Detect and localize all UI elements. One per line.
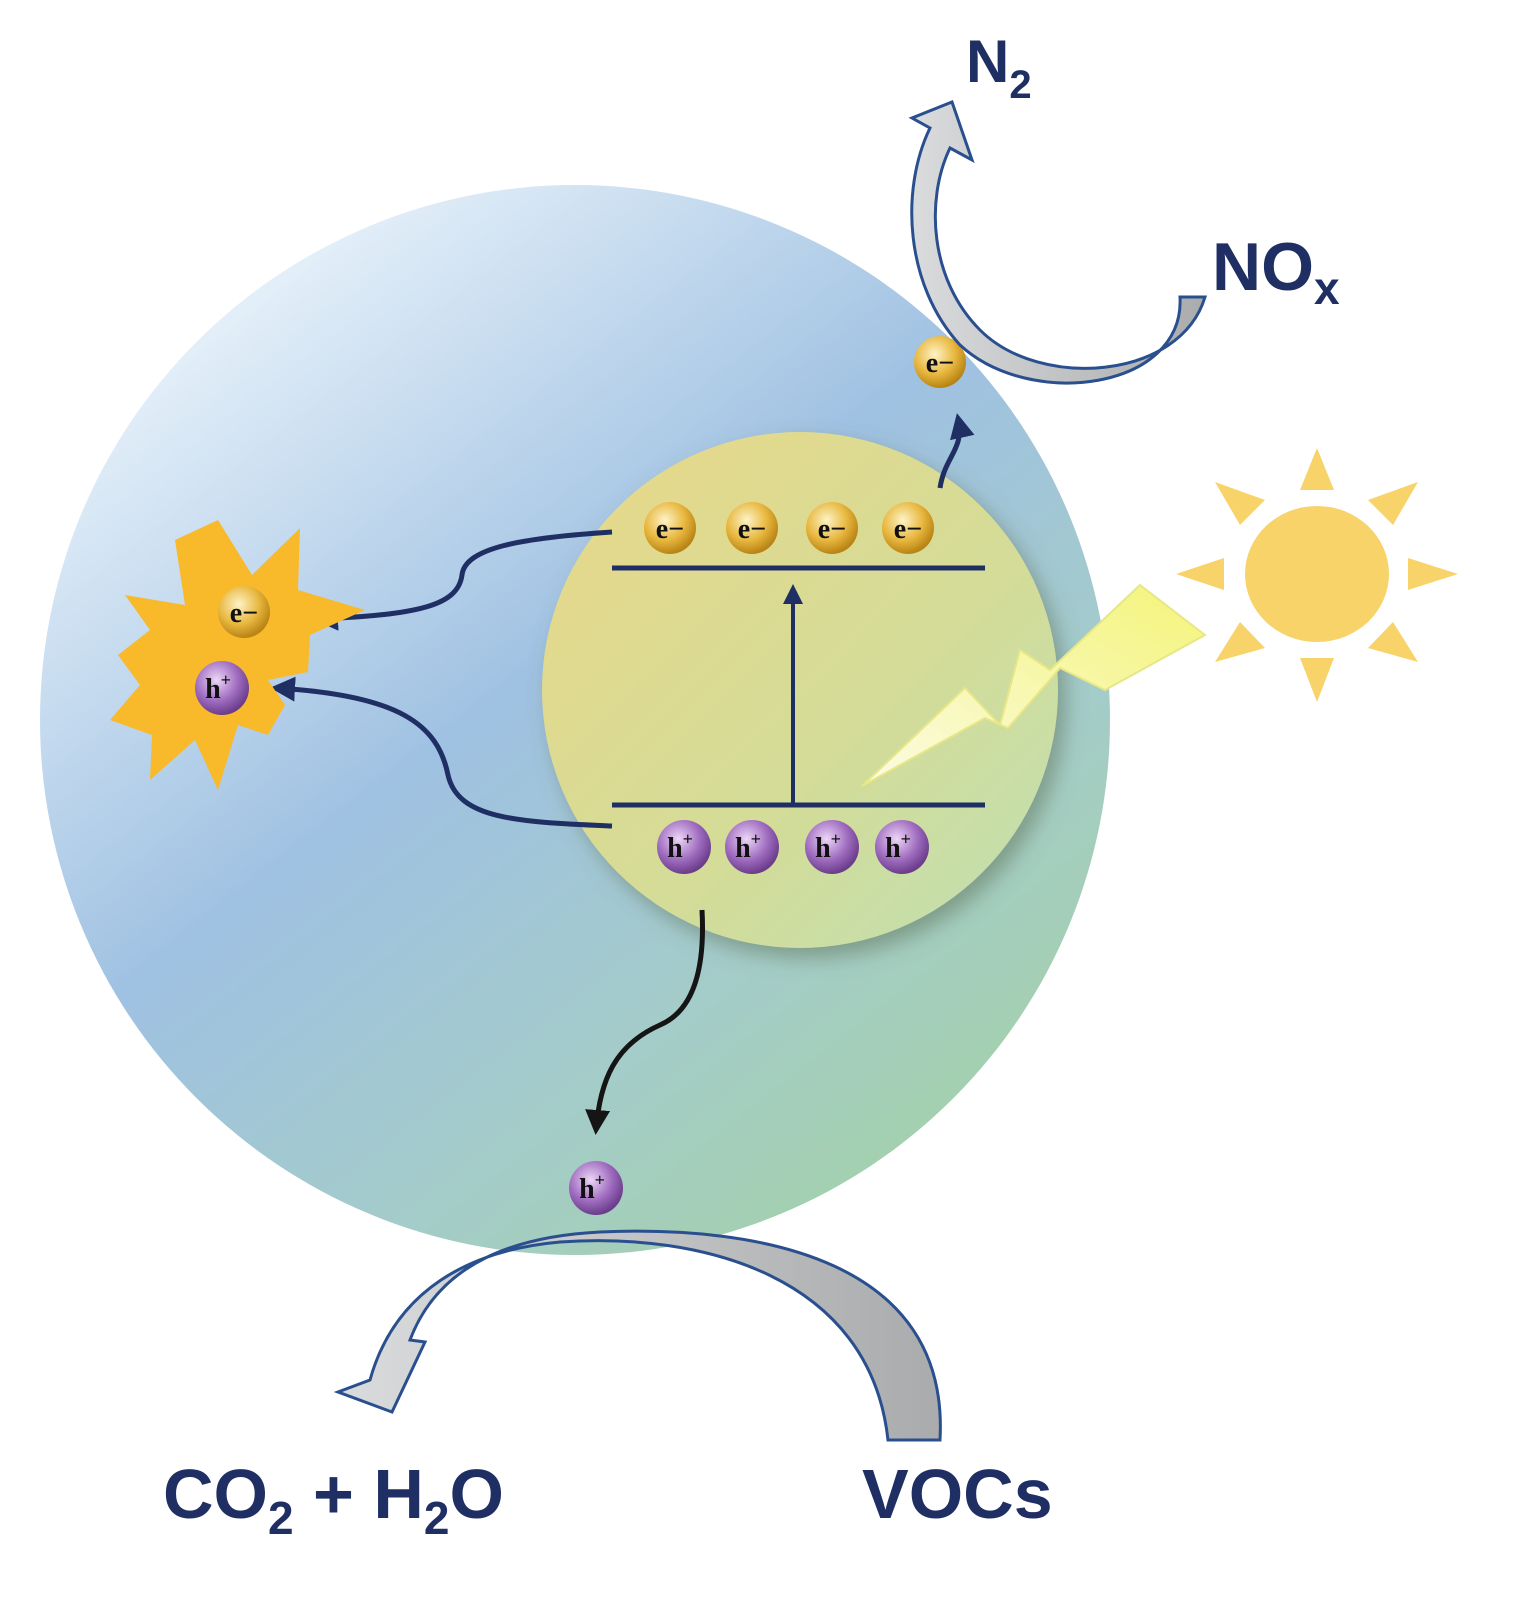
vb-hole-2: h+	[725, 820, 779, 874]
svg-text:h+: h+	[579, 1170, 605, 1205]
vb-hole-4: h+	[875, 820, 929, 874]
svg-text:h+: h+	[885, 829, 911, 864]
vocs-to-products-arrow	[333, 1229, 942, 1442]
surface-hole: h+	[569, 1161, 623, 1215]
nox-label: NOx	[1212, 229, 1340, 314]
inner-sphere	[542, 432, 1058, 948]
cb-electron-1: e−	[644, 502, 696, 554]
hole-recombination-arrow	[270, 676, 613, 829]
svg-text:e−: e−	[926, 348, 954, 379]
vocs-label: VOCs	[862, 1455, 1053, 1533]
electron-recombination-arrow	[313, 529, 613, 631]
hole-migration-arrow	[585, 909, 705, 1135]
surface-electron: e−	[914, 336, 966, 388]
lightning-bolt-icon	[861, 583, 1207, 787]
sun-icon	[1176, 448, 1458, 702]
cb-electron-2: e−	[726, 502, 778, 554]
svg-text:e−: e−	[894, 514, 922, 545]
svg-text:h+: h+	[815, 829, 841, 864]
products-label: CO2 + H2O	[163, 1455, 504, 1544]
burst-hole: h+	[195, 661, 249, 715]
svg-text:e−: e−	[738, 514, 766, 545]
svg-text:h+: h+	[205, 670, 231, 705]
electron-migration-arrow	[937, 413, 975, 489]
svg-text:e−: e−	[818, 514, 846, 545]
burst-electron: e−	[218, 586, 270, 638]
svg-text:e−: e−	[230, 598, 258, 629]
n2-label: N2	[966, 28, 1032, 107]
svg-text:h+: h+	[667, 829, 693, 864]
vb-hole-1: h+	[657, 820, 711, 874]
recombination-burst	[110, 520, 365, 790]
nox-to-n2-arrow	[908, 100, 1208, 385]
cb-electron-3: e−	[806, 502, 858, 554]
cb-electron-4: e−	[882, 502, 934, 554]
svg-text:h+: h+	[735, 829, 761, 864]
svg-text:e−: e−	[656, 514, 684, 545]
vb-hole-3: h+	[805, 820, 859, 874]
